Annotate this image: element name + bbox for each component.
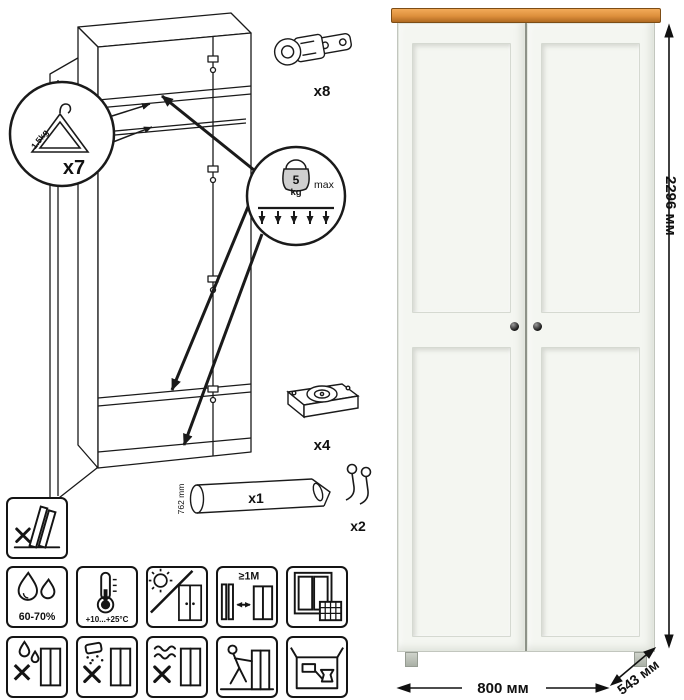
height-label: 2296 мм <box>662 176 679 236</box>
assembly-diagram: x8 1.5kg x7 5 kg max <box>8 12 372 534</box>
foot-icon <box>286 383 360 419</box>
width-dimension <box>396 683 610 693</box>
rod-icon <box>189 478 331 514</box>
foot-count: x4 <box>314 437 331 454</box>
heat-distance-icon: ≥1M <box>216 566 278 628</box>
load-value: 5 <box>293 173 300 187</box>
weight-icon <box>282 159 310 192</box>
temperature-icon: +10...+25°C <box>76 566 138 628</box>
hinge-count: x8 <box>314 83 331 100</box>
right-door-knob <box>533 322 542 331</box>
humidity-label: 60-70% <box>19 611 56 623</box>
rod-count: x1 <box>248 490 264 506</box>
load-unit: kg <box>290 187 301 198</box>
left-door-upper-panel <box>412 43 511 313</box>
left-door-knob <box>510 322 519 331</box>
hanger-callout: 1.5kg x7 <box>8 80 153 188</box>
hook-icon <box>345 463 372 505</box>
right-door <box>527 23 654 651</box>
no-solvent-icon <box>146 636 208 698</box>
right-door-upper-panel <box>541 43 640 313</box>
no-abrasive-icon <box>76 636 138 698</box>
distance-label: ≥1M <box>239 571 260 583</box>
left-door <box>398 23 525 651</box>
hook-count: x2 <box>350 518 366 534</box>
door-pair <box>397 22 655 652</box>
sunlight-warning-icon <box>146 566 208 628</box>
left-door-lower-panel <box>412 347 511 637</box>
humidity-icon: 60-70% <box>6 566 68 628</box>
hanger-icon <box>30 103 90 153</box>
wardrobe-render <box>391 8 661 668</box>
wood-top-cornice <box>391 8 661 23</box>
width-label: 800 мм <box>477 680 528 697</box>
height-dimension <box>664 23 674 649</box>
temperature-label: +10...+25°C <box>86 615 129 624</box>
load-note: max <box>314 179 335 191</box>
panel-lean-warning-icon <box>6 497 68 559</box>
no-impact-icon <box>286 636 348 698</box>
carry-move-icon <box>216 636 278 698</box>
no-water-icon <box>6 636 68 698</box>
rod-length: 762 mm <box>176 484 186 515</box>
distributed-load-arrows <box>258 206 334 224</box>
right-door-lower-panel <box>541 347 640 637</box>
front-right-leg <box>634 652 647 667</box>
hanger-count: x7 <box>63 157 85 179</box>
front-left-leg <box>405 652 418 667</box>
hinge-icon <box>273 32 352 66</box>
ventilation-icon <box>286 566 348 628</box>
load-callout: 5 kg max <box>161 94 347 446</box>
